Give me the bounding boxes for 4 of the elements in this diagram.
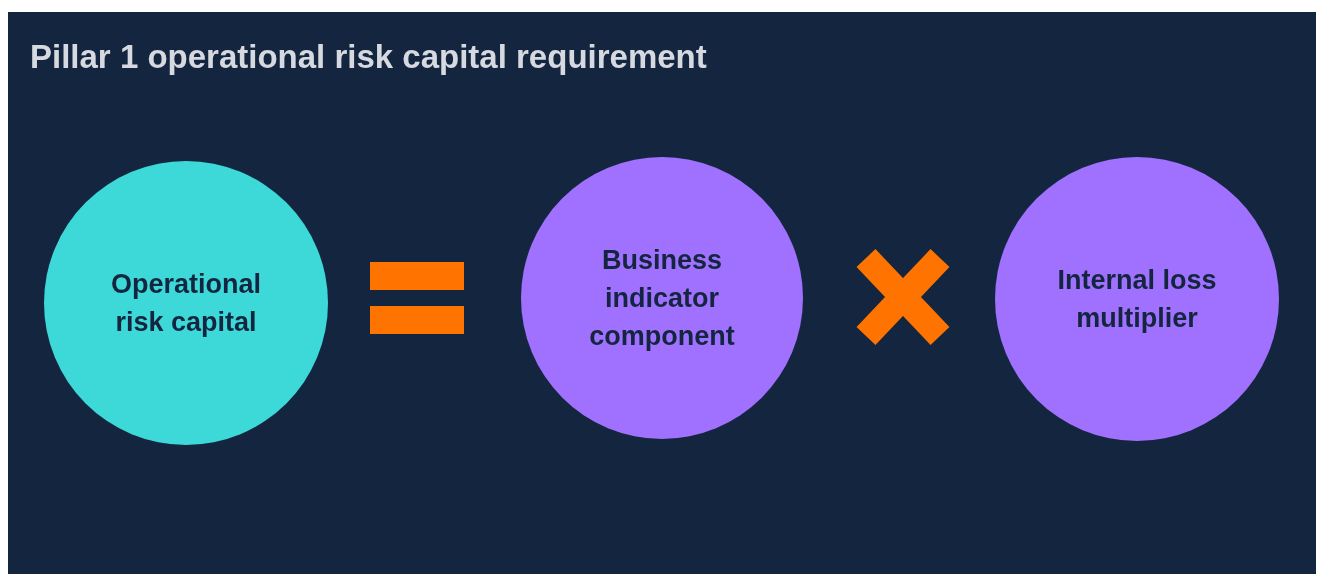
title: Pillar 1 operational risk capital requirement — [30, 38, 707, 76]
node-label: Operational risk capital — [110, 268, 262, 339]
node-label: Internal loss multiplier — [1056, 264, 1218, 335]
node-label: Business indicator component — [588, 244, 736, 353]
